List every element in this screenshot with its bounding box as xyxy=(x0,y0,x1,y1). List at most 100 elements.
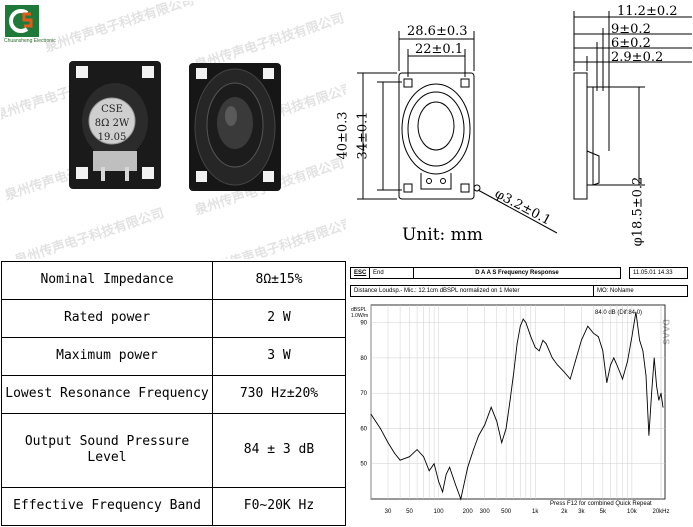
response-point xyxy=(538,350,540,352)
watermark-text: 泉州传声电子科技有限公司 xyxy=(203,216,346,259)
response-point xyxy=(635,311,637,313)
dim-depth-total-label: 11.2±0.2 xyxy=(617,4,678,19)
response-point xyxy=(662,406,664,408)
response-point xyxy=(587,325,589,327)
dim-diameter-label: φ18.5±0.2 xyxy=(630,176,646,247)
spec-value: 730 Hz±20% xyxy=(212,375,346,415)
dim-depth-29-label: 2.9±0.2 xyxy=(611,50,664,65)
response-point xyxy=(610,364,611,366)
response-curve xyxy=(370,312,664,501)
dim-depth-9-label: 9±0.2 xyxy=(611,22,651,37)
table-row: Lowest Resonance Frequency 730 Hz±20% xyxy=(1,375,346,415)
response-point xyxy=(525,322,527,324)
response-point xyxy=(399,459,401,461)
response-point xyxy=(501,442,503,443)
response-point xyxy=(442,491,443,493)
spec-name: Rated power xyxy=(1,299,213,339)
response-point xyxy=(639,339,640,341)
dim-depth-6-label: 6±0.2 xyxy=(611,36,651,51)
table-row: Nominal Impedance 8Ω±15% xyxy=(1,260,346,301)
x-tick-label: 1k xyxy=(532,509,539,515)
response-point xyxy=(658,399,660,401)
watermark-text: 泉州传声电子科技有限公司 xyxy=(13,206,167,259)
frequency-response-panel: ESC End D A A S Frequency Response 11.05… xyxy=(347,261,692,526)
response-point xyxy=(563,371,565,373)
response-point xyxy=(602,350,604,352)
spec-value: F0~20K Hz xyxy=(212,486,346,527)
response-point xyxy=(478,435,480,436)
response-point xyxy=(645,375,647,376)
speaker-label-model: CSE xyxy=(101,104,123,115)
response-point xyxy=(460,498,462,500)
spec-name: Effective Frequency Band xyxy=(1,486,213,527)
x-tick-label: 50 xyxy=(406,509,413,515)
response-point xyxy=(551,357,553,359)
response-point xyxy=(438,480,439,482)
spec-value: 84 ± 3 dB xyxy=(212,413,346,488)
table-row: Rated power 2 W xyxy=(1,299,346,339)
y-unit-top: dBSPL xyxy=(351,307,367,313)
response-point xyxy=(534,346,536,348)
cursor-readout: 84.0 dB (Dif:84.0) xyxy=(595,310,643,316)
response-point xyxy=(642,350,644,352)
dim-inner-width-label: 22±0.1 xyxy=(415,42,464,57)
response-point xyxy=(449,466,450,468)
response-point xyxy=(509,399,511,401)
measurement-name: MO: NoName xyxy=(593,285,688,297)
spec-name: Maximum power xyxy=(1,337,213,377)
x-tick-label: 20kHz xyxy=(652,509,669,515)
response-point xyxy=(394,452,395,454)
response-point xyxy=(530,336,532,338)
measurement-name-value: NoName xyxy=(610,288,634,294)
response-point xyxy=(545,343,547,345)
response-point xyxy=(519,325,521,327)
footer-hint: Press F12 for combined Quick Repeat xyxy=(550,501,652,507)
response-point xyxy=(433,463,435,465)
spec-value: 3 W xyxy=(212,337,346,377)
response-point xyxy=(379,428,381,429)
watermark-text: 泉州传声电子科技有限公司 xyxy=(43,1,197,56)
app-title: D A A S Frequency Response xyxy=(413,267,621,279)
spec-name: Nominal Impedance xyxy=(1,260,213,301)
spec-table: Nominal Impedance 8Ω±15% Rated power 2 W… xyxy=(1,260,346,527)
response-point xyxy=(606,382,608,383)
speaker-label-rating: 8Ω 2W xyxy=(94,118,130,129)
product-photo: Chuansheng Electronic 泉州传声电子科技有限公司 泉州传声电… xyxy=(1,1,346,259)
response-point xyxy=(557,364,558,366)
logo-caption: Chuansheng Electronic xyxy=(4,38,56,44)
response-point xyxy=(484,424,486,426)
y-tick-label: 50 xyxy=(360,462,367,468)
x-tick-label: 2k xyxy=(561,509,568,515)
response-point xyxy=(651,392,653,394)
table-row: Maximum power 3 W xyxy=(1,337,346,377)
response-point xyxy=(387,442,389,443)
response-point xyxy=(619,371,621,373)
y-tick-label: 80 xyxy=(360,356,367,362)
x-tick-label: 10k xyxy=(627,509,638,515)
response-point xyxy=(416,449,418,451)
dim-width-label: 28.6±0.3 xyxy=(407,24,468,39)
table-row: Effective Frequency Band F0~20K Hz xyxy=(1,486,346,527)
y-axis-unit: dBSPL 1.0W/m xyxy=(351,307,368,319)
spec-value: 2 W xyxy=(212,299,346,339)
spec-name: Output Sound Pressure Level xyxy=(1,413,213,488)
y-tick-label: 90 xyxy=(360,321,367,327)
x-tick-label: 5k xyxy=(600,509,607,515)
response-point xyxy=(627,361,628,362)
response-point xyxy=(513,371,515,373)
response-point xyxy=(455,484,456,486)
response-point xyxy=(516,343,518,345)
response-point xyxy=(580,339,582,341)
y-tick-label: 70 xyxy=(360,391,367,397)
timestamp: 11.05.01 14.33 xyxy=(629,267,688,279)
response-point xyxy=(593,332,594,334)
response-point xyxy=(597,336,599,338)
response-point xyxy=(622,378,623,380)
speaker-back-image xyxy=(189,63,281,191)
x-tick-label: 100 xyxy=(434,509,445,515)
response-point xyxy=(542,339,544,341)
response-point xyxy=(616,364,618,366)
response-point xyxy=(522,318,524,320)
response-point xyxy=(656,385,657,387)
plot-frame xyxy=(370,304,666,500)
